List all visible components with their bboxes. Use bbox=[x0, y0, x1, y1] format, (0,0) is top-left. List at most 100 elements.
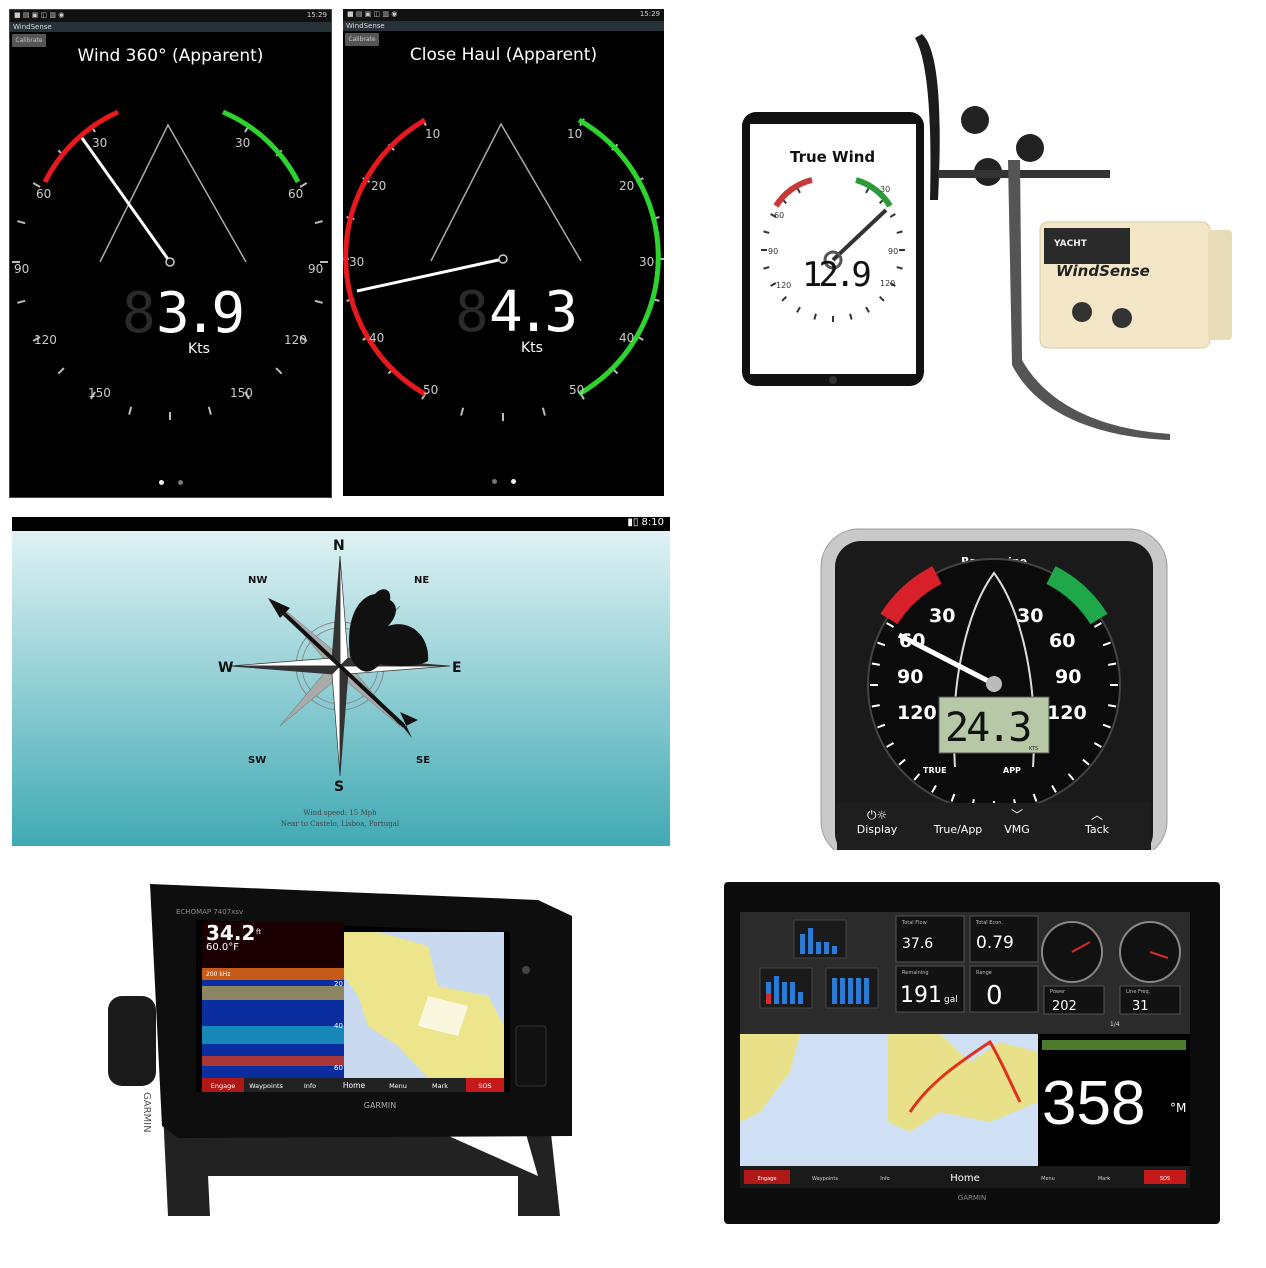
menu-bar bbox=[740, 1166, 1190, 1188]
device-brand: GARMIN bbox=[364, 1101, 396, 1110]
boat-outline bbox=[952, 571, 1036, 768]
wind360-phone-screen: ■ ▤ ▣ ◫ ▥ ◉ 15:29 WindSense Calibrate Wi… bbox=[9, 9, 332, 498]
line-freq-label: Line Freq. bbox=[1126, 989, 1151, 995]
tick-label: 90 bbox=[897, 666, 923, 688]
port-red-arc bbox=[880, 566, 942, 625]
menu-engage[interactable]: Engage bbox=[758, 1176, 777, 1182]
freq-readout: 200 kHz bbox=[206, 971, 231, 978]
tick-mark bbox=[813, 313, 817, 320]
calibrate-button[interactable]: Calibrate bbox=[345, 33, 379, 46]
depth-readout: 34.2 bbox=[206, 921, 255, 945]
heading-unit: °M bbox=[1170, 1101, 1186, 1115]
close-haul-gauge: 10 20 30 40 50 10 20 30 40 50 8 4.3 Kts bbox=[343, 117, 664, 421]
sonar-band bbox=[202, 986, 344, 1000]
scale-label: 60 bbox=[334, 1064, 343, 1072]
tick-mark bbox=[1093, 622, 1102, 628]
rooster-icon bbox=[349, 589, 429, 672]
power-value: 202 bbox=[1052, 999, 1077, 1014]
land-area bbox=[344, 932, 504, 1078]
total-flow-tile bbox=[895, 915, 965, 963]
line-freq-value: 31 bbox=[1132, 999, 1149, 1014]
tick-mark bbox=[32, 336, 41, 342]
close-haul-phone-screen: ■ ▤ ▣ ◫ ▥ ◉ 15:29 WindSense Calibrate Cl… bbox=[343, 9, 664, 496]
chevron-up-icon: ︿ bbox=[1091, 808, 1103, 822]
menu-sos[interactable]: SOS bbox=[478, 1082, 491, 1090]
direction-sw: SW bbox=[248, 755, 266, 766]
page-indicator[interactable]: 1/4 bbox=[1110, 1021, 1120, 1028]
menu-info[interactable]: Info bbox=[304, 1082, 316, 1090]
needle-hub bbox=[165, 257, 175, 267]
tick-mark bbox=[886, 742, 895, 748]
wind-speed-readout: 4.3 bbox=[489, 280, 574, 345]
range-tile bbox=[969, 965, 1039, 1013]
mode-app: APP bbox=[1003, 766, 1021, 775]
vmg-button[interactable]: VMG bbox=[1004, 823, 1030, 836]
tick-label: 30 bbox=[92, 136, 107, 150]
menu-info[interactable]: Info bbox=[880, 1176, 889, 1182]
app-title-bar: WindSense bbox=[10, 22, 331, 32]
menu-home[interactable]: Home bbox=[950, 1173, 980, 1184]
tick-label: 10 bbox=[567, 127, 582, 141]
box-name: WindSense bbox=[1056, 262, 1150, 280]
menu-sos[interactable]: SOS bbox=[1160, 1176, 1170, 1182]
arrow-head bbox=[268, 598, 290, 618]
menu-waypoints[interactable]: Waypoints bbox=[249, 1082, 283, 1090]
menu-engage[interactable]: Engage bbox=[211, 1082, 235, 1090]
alert-bar bbox=[766, 994, 771, 1004]
tick-mark bbox=[889, 213, 896, 218]
status-time: 8:10 bbox=[641, 517, 664, 528]
scale-label: 20 bbox=[334, 980, 343, 988]
tick-mark bbox=[849, 313, 853, 320]
menu-mark[interactable]: Mark bbox=[1098, 1176, 1110, 1182]
speed-ghost-digit: 8 bbox=[122, 281, 156, 346]
signal-icon: ▮▯ bbox=[627, 517, 642, 528]
calibrate-button[interactable]: Calibrate bbox=[12, 34, 46, 47]
tick-label: 120 bbox=[897, 702, 937, 724]
total-flow-value: 37.6 bbox=[902, 936, 933, 952]
wind-speed-readout: 24.3 bbox=[945, 705, 1030, 751]
compass-tape bbox=[1042, 1040, 1186, 1050]
status-time: 15:29 bbox=[306, 11, 327, 19]
tick-label: 150 bbox=[230, 386, 253, 400]
tick-mark bbox=[1067, 773, 1075, 781]
menu-menu[interactable]: Menu bbox=[389, 1082, 407, 1090]
tick-label: 30 bbox=[929, 605, 955, 627]
depth-unit: ft bbox=[256, 928, 261, 936]
port-red-arc bbox=[343, 117, 427, 397]
line-freq-tile bbox=[1119, 985, 1181, 1015]
status-time: 15:29 bbox=[639, 10, 660, 18]
page-indicator[interactable] bbox=[343, 469, 664, 488]
menu-mark[interactable]: Mark bbox=[432, 1082, 448, 1090]
tick-mark bbox=[32, 182, 41, 188]
power-button[interactable] bbox=[522, 966, 530, 974]
card-slot bbox=[515, 1025, 547, 1087]
box-connector bbox=[1072, 302, 1092, 322]
tick-label: 120 bbox=[284, 333, 307, 347]
device-brand: GARMIN bbox=[957, 1194, 987, 1202]
menu-waypoints[interactable]: Waypoints bbox=[812, 1176, 838, 1182]
page-indicator[interactable] bbox=[10, 470, 331, 489]
menu-menu[interactable]: Menu bbox=[1041, 1176, 1055, 1182]
tick-mark bbox=[781, 295, 788, 302]
bar-graph bbox=[800, 928, 837, 954]
tick-mark bbox=[299, 182, 308, 188]
anemometer-cup bbox=[961, 106, 989, 134]
tablet-home-button[interactable] bbox=[829, 376, 837, 384]
tick-mark bbox=[1082, 758, 1090, 766]
tick-label: 50 bbox=[569, 383, 584, 397]
tick-mark bbox=[871, 704, 880, 708]
menu-home[interactable]: Home bbox=[343, 1081, 366, 1090]
close-haul-lines bbox=[99, 123, 247, 263]
shallow-area bbox=[418, 996, 468, 1036]
tick-mark bbox=[889, 282, 896, 287]
true-app-button[interactable]: True/App bbox=[933, 823, 983, 836]
product-illustration: YACHT WindSense True Wind 60 90 120 30 9… bbox=[742, 34, 1232, 440]
range-value: 0 bbox=[986, 981, 1003, 1011]
anemometer-cup bbox=[1016, 134, 1044, 162]
box-connector bbox=[1112, 308, 1132, 328]
heading-readout: 358 bbox=[1042, 1069, 1145, 1138]
tack-button[interactable]: Tack bbox=[1084, 823, 1110, 836]
tick-mark bbox=[57, 367, 65, 375]
compass-app-screen: ▮▯ 8:10 N NE E bbox=[12, 517, 670, 846]
display-button[interactable]: Display bbox=[857, 823, 898, 836]
